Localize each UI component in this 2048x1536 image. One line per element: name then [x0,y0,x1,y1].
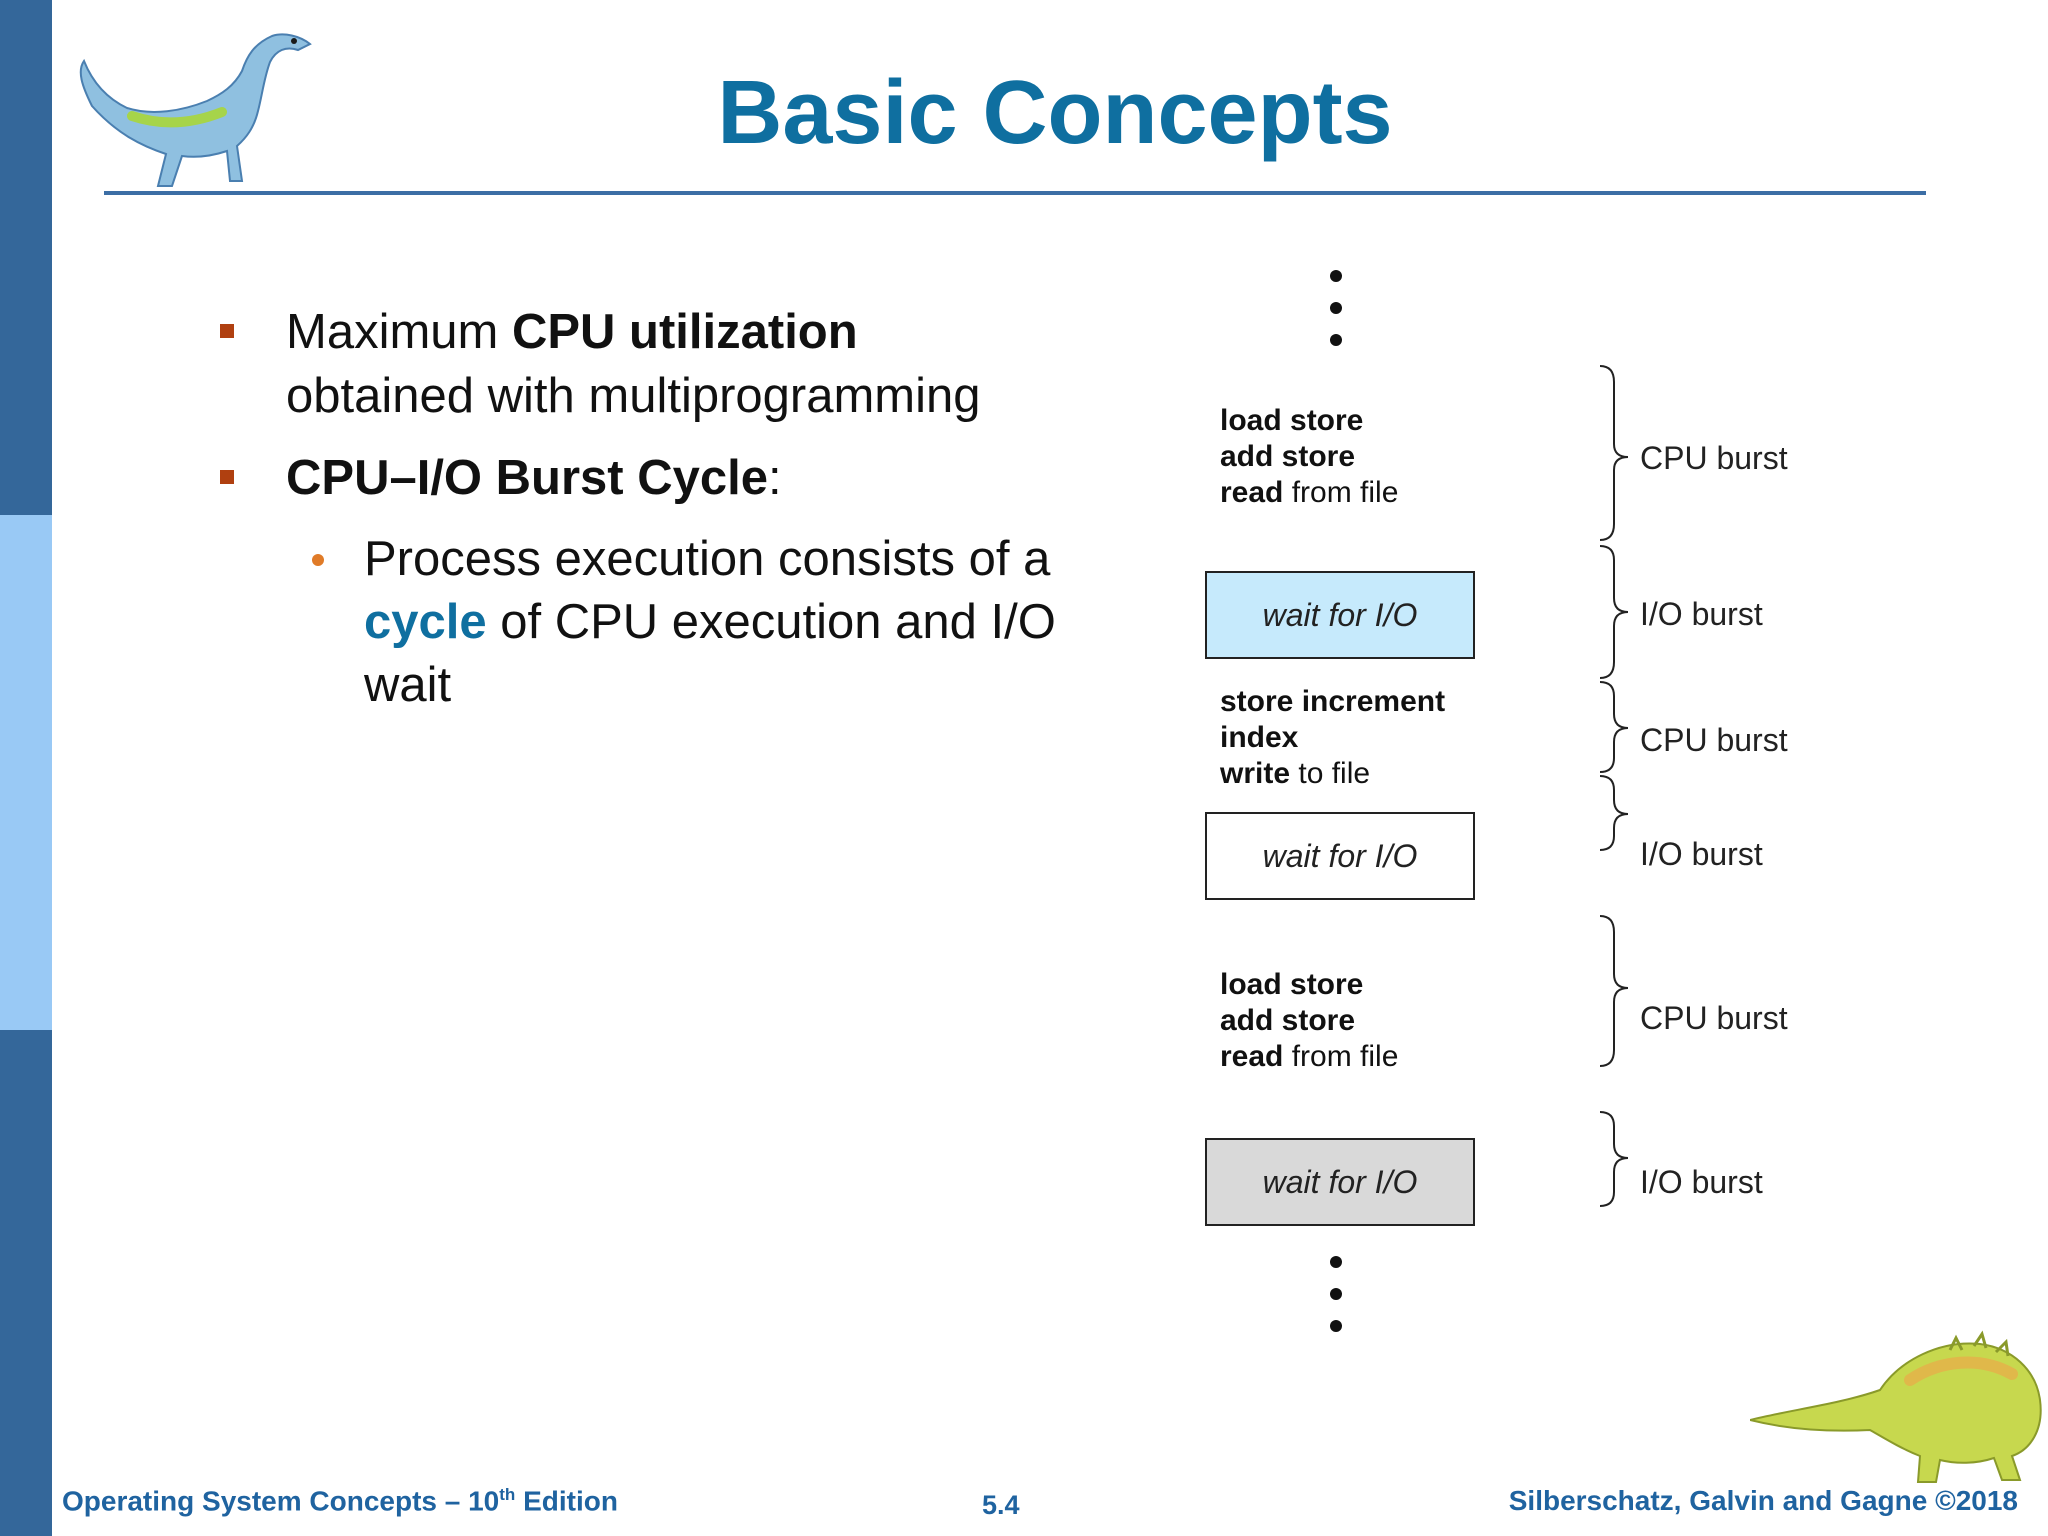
burst-label-cpu-3: CPU burst [1640,1000,1788,1036]
footer-title-edition: Edition [515,1485,618,1517]
io-wait-label: wait for I/O [1262,1163,1418,1200]
bullet-square-icon [220,470,234,484]
bullet-burst-cycle: CPU–I/O Burst Cycle: [210,446,1090,510]
bullet-list: Maximum CPU utilization obtained with mu… [210,300,1090,717]
instruction-rest: from file [1283,1040,1399,1073]
io-wait-box-2: wait for I/O [1205,812,1475,900]
cpu-instructions-2: store increment index write to file [1220,684,1445,792]
sidebar-band-top [0,0,52,515]
dinosaur-top-icon [79,33,312,187]
bullet-text: Maximum [286,305,512,359]
sub-bullet-text-post: of CPU execution and I/O wait [364,595,1056,712]
io-wait-box-1: wait for I/O [1205,571,1475,659]
burst-label-io-1: I/O burst [1640,596,1763,632]
instruction-keyword: read [1220,476,1284,509]
instruction-rest: to file [1290,757,1371,790]
footer-authors: Silberschatz, Galvin and Gagne ©2018 [1508,1485,2018,1516]
instruction-line: load store [1220,404,1364,437]
burst-braces [1599,365,1629,1207]
bullet-bold-text: CPU utilization [511,305,858,359]
bullet-text-line2: obtained with multiprogramming [286,369,981,423]
slide-title: Basic Concepts [717,63,1393,163]
sub-bullet-process-execution: Process execution consists of a cycle of… [300,528,1090,717]
cpu-instructions-1: load store add store read from file [1220,403,1398,511]
instruction-line: add store [1220,1004,1356,1037]
sidebar [0,0,52,1536]
title-divider [104,191,1926,195]
sidebar-band-middle [0,515,52,1030]
instruction-line: load store [1220,968,1364,1001]
footer-book-title: Operating System Concepts – 10th Edition [62,1485,618,1517]
bullet-square-icon [220,324,234,338]
sub-bullet-text-pre: Process execution consists of a [364,532,1051,586]
burst-label-cpu-1: CPU burst [1640,440,1788,476]
io-wait-label: wait for I/O [1262,837,1418,874]
instruction-line: index [1220,721,1299,754]
io-wait-label: wait for I/O [1262,596,1418,633]
bullet-dot-icon [312,554,324,566]
instruction-line: add store [1220,440,1356,473]
burst-label-cpu-2: CPU burst [1640,722,1788,758]
footer-superscript: th [499,1485,516,1504]
bullet-colon: : [768,451,782,505]
page-number: 5.4 [982,1490,1020,1520]
instruction-keyword: write [1220,757,1291,790]
sidebar-band-bottom [0,1030,52,1536]
burst-label-io-2: I/O burst [1640,836,1763,872]
io-wait-box-3: wait for I/O [1205,1138,1475,1226]
instruction-line: store increment [1220,685,1446,718]
instruction-rest: from file [1283,476,1399,509]
bullet-cpu-utilization: Maximum CPU utilization obtained with mu… [210,300,1090,428]
bullet-bold-text: CPU–I/O Burst Cycle [286,451,768,505]
cpu-instructions-3: load store add store read from file [1220,967,1398,1075]
sub-bullet-highlight: cycle [364,595,487,649]
instruction-keyword: read [1220,1040,1284,1073]
footer-title-text: Operating System Concepts – 10 [62,1485,500,1517]
dinosaur-bottom-icon [1750,1330,2042,1483]
burst-label-io-3: I/O burst [1640,1164,1763,1200]
